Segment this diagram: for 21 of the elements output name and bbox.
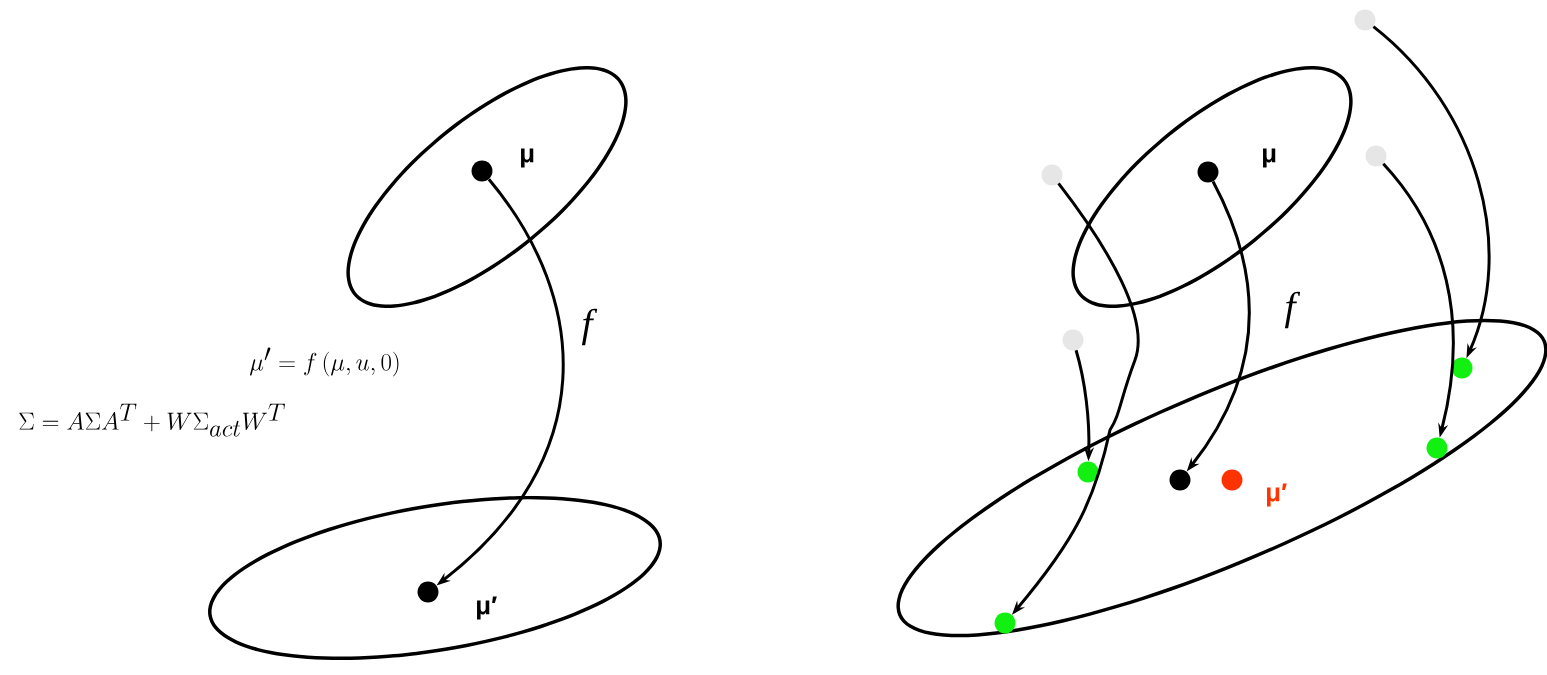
point-label: μ′: [477, 596, 497, 620]
point-label: μ: [1263, 148, 1276, 168]
point-marker: [417, 581, 439, 603]
formula: $\Sigma = A\Sigma A^T + W\Sigma_{act} W^T$: [19, 403, 285, 437]
point-marker: [1451, 357, 1473, 379]
point-marker: [1426, 437, 1448, 459]
point-marker: [1041, 164, 1063, 186]
point-marker: [1062, 329, 1084, 351]
point-label: μ: [521, 148, 534, 168]
point-label: μ′: [1267, 483, 1287, 507]
edge-label: f: [1284, 291, 1301, 329]
point-marker: [1365, 145, 1387, 167]
edge-label: f: [581, 308, 598, 346]
point-marker: [1221, 469, 1243, 491]
point-marker: [1354, 9, 1376, 31]
point-marker: [1077, 461, 1099, 483]
point-marker: [1197, 161, 1219, 183]
formula: $\mu' = f\,(\mu,u,0)$: [250, 347, 399, 377]
point-marker: [471, 160, 493, 182]
point-marker: [994, 612, 1016, 634]
point-marker: [1169, 469, 1191, 491]
